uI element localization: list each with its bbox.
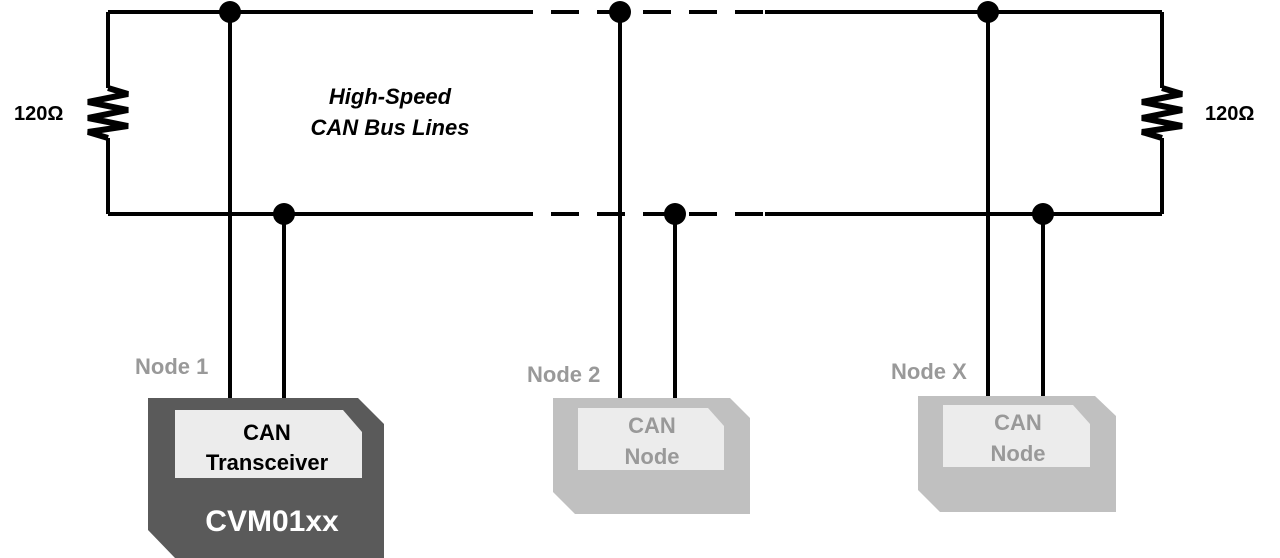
right-termination-resistor <box>1141 12 1183 214</box>
node2-inner-line1: CAN <box>628 413 676 438</box>
nodex-module: CAN Node <box>918 396 1116 512</box>
node-drop-lines <box>228 12 1045 398</box>
node2-module: CAN Node <box>553 398 750 514</box>
left-termination-resistor <box>87 12 129 214</box>
junction-dot <box>1032 203 1054 225</box>
node2-label: Node 2 <box>527 362 600 387</box>
node1-module-name: CVM01xx <box>205 505 339 538</box>
nodex-inner-box <box>943 405 1090 467</box>
node2-inner-line2: Node <box>625 444 680 469</box>
junction-dots <box>219 1 1054 225</box>
bus-title-line2: CAN Bus Lines <box>311 115 470 140</box>
node1-inner-box <box>175 410 362 478</box>
node2-inner-box <box>578 408 724 470</box>
node1-inner-line1: CAN <box>243 420 291 445</box>
left-resistor-label: 120Ω <box>14 103 63 125</box>
junction-dot <box>664 203 686 225</box>
nodex-label: Node X <box>891 359 967 384</box>
nodex-inner-line1: CAN <box>994 410 1042 435</box>
junction-dot <box>977 1 999 23</box>
node1-inner-line2: Transceiver <box>206 450 329 475</box>
junction-dot <box>273 203 295 225</box>
junction-dot <box>219 1 241 23</box>
node1-label: Node 1 <box>135 354 208 379</box>
bus-title-line1: High-Speed <box>329 84 452 109</box>
junction-dot <box>609 1 631 23</box>
node1-module: CAN Transceiver CVM01xx <box>148 398 384 558</box>
nodex-inner-line2: Node <box>991 441 1046 466</box>
right-resistor-label: 120Ω <box>1205 103 1254 125</box>
